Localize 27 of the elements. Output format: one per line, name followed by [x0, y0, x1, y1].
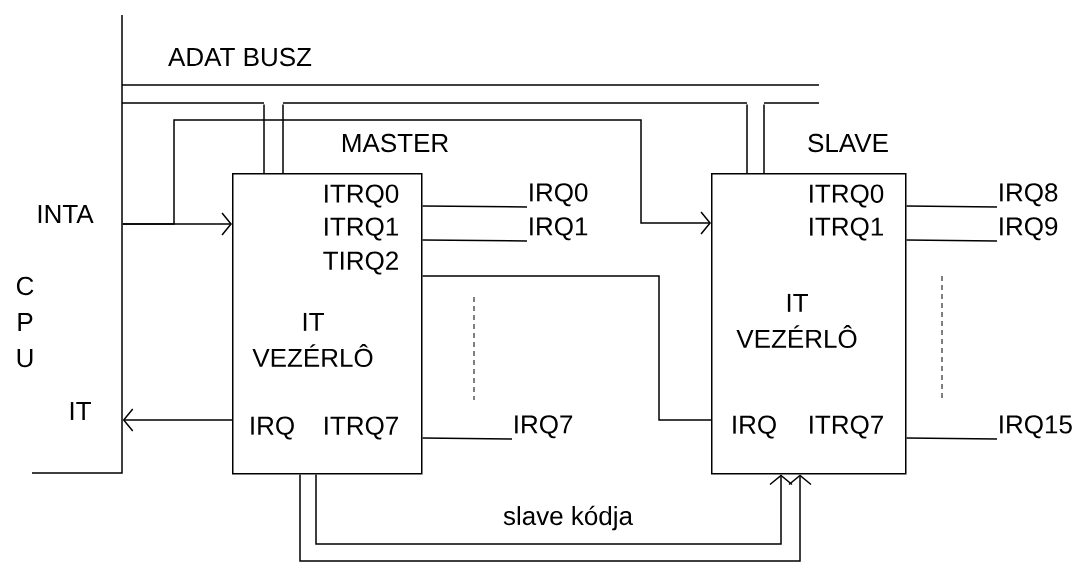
node-label: MASTER	[342, 133, 448, 153]
signal-name: IT	[70, 402, 91, 420]
signal-name: INTA	[38, 205, 94, 223]
node-label: SLAVE	[808, 133, 888, 153]
signal-name: IRQ7	[515, 415, 573, 439]
signal-name: IRQ8	[1000, 183, 1058, 207]
controller-box: SLAVE ITRQ0 ITRQ1 IT VEZÉRLÔ IRQ ITRQ7	[711, 133, 907, 475]
signal-name: IRQ0	[530, 183, 588, 207]
connector	[263, 103, 284, 174]
signal-name: IRQ15	[1000, 415, 1072, 439]
controller-box: MASTER ITRQ0 ITRQ1 TIRQ2 IT VEZÉRLÔ IRQ ITRQ7	[232, 133, 448, 475]
signal-name: IRQ1	[530, 217, 588, 241]
connector	[122, 119, 711, 235]
data-bus: ADAT BUSZ	[121, 47, 820, 104]
signal-name: IRQ9	[1000, 217, 1058, 241]
connector	[905, 239, 998, 242]
connector	[299, 473, 812, 562]
edge-label: slave kódja	[500, 503, 636, 533]
connector	[315, 473, 793, 545]
connector	[421, 275, 712, 421]
connector	[421, 437, 513, 440]
connector	[421, 239, 528, 242]
connector	[421, 205, 528, 208]
connector	[746, 103, 765, 174]
connector	[905, 205, 998, 208]
connector	[905, 437, 998, 440]
connector	[122, 408, 233, 432]
